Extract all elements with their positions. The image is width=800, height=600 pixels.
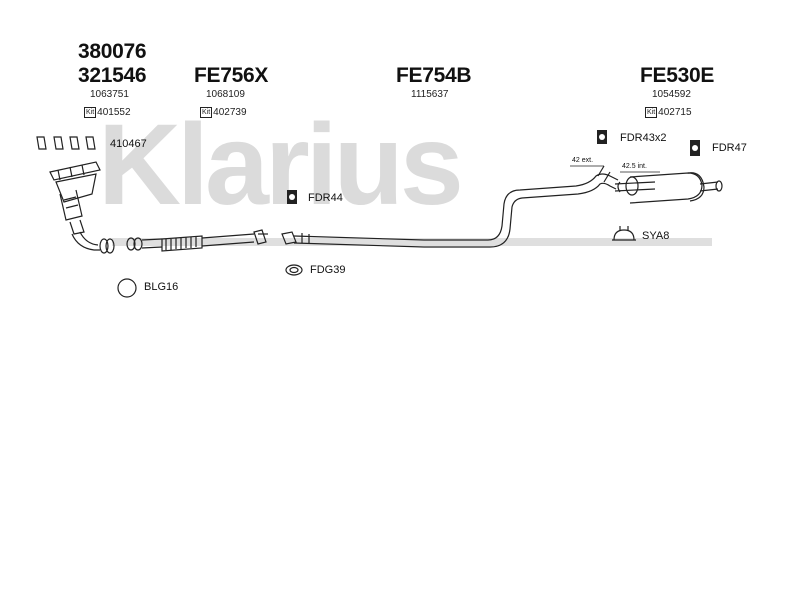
label-clamp-sya8: SYA8 bbox=[642, 230, 670, 242]
part-code-catalyst-1: 380076 bbox=[78, 40, 147, 63]
mount-fdr43-icon bbox=[597, 130, 607, 144]
part-code-front-pipe: FE756X bbox=[194, 64, 269, 87]
label-mount-fdr47: FDR47 bbox=[712, 142, 747, 154]
ref-number-centre-pipe: 1115637 bbox=[411, 89, 449, 100]
kit-number: 401552 bbox=[97, 107, 131, 118]
part-code-rear-silencer: FE530E bbox=[640, 64, 715, 87]
ref-number-front-pipe: 1068109 bbox=[206, 89, 245, 100]
mount-fdr47-icon bbox=[690, 140, 700, 156]
ring-blg16-icon bbox=[117, 278, 137, 298]
kit-number: 402739 bbox=[213, 107, 247, 118]
kit-number-rear-silencer: Kit 402715 bbox=[645, 107, 692, 118]
catalyst-manifold-icon bbox=[49, 161, 115, 254]
label-gasket-fdg39: FDG39 bbox=[310, 264, 346, 276]
watermark-underline bbox=[112, 238, 712, 246]
kit-number: 402715 bbox=[658, 107, 692, 118]
label-mount-fdr43: FDR43x2 bbox=[620, 132, 667, 144]
part-code-centre-pipe: FE754B bbox=[396, 64, 472, 87]
mount-fdr44-icon bbox=[287, 190, 297, 204]
clamp-sya8-icon bbox=[612, 226, 636, 241]
kit-icon: Kit bbox=[84, 107, 97, 118]
label-ring-blg16: BLG16 bbox=[144, 281, 179, 293]
gasket-set-icon bbox=[36, 136, 96, 150]
ref-number-catalyst: 1063751 bbox=[90, 89, 129, 100]
front-pipe-icon bbox=[126, 229, 268, 252]
part-code-catalyst-2: 321546 bbox=[78, 64, 147, 87]
gasket-fdg39-icon bbox=[285, 264, 303, 276]
klarius-watermark: Klarius bbox=[98, 101, 464, 229]
kit-icon: Kit bbox=[200, 107, 213, 118]
kit-icon: Kit bbox=[645, 107, 658, 118]
kit-number-front-pipe: Kit 402739 bbox=[200, 107, 247, 118]
label-gasket-set: 410467 bbox=[110, 138, 147, 150]
centre-pipe-icon bbox=[281, 165, 619, 248]
label-mount-fdr44: FDR44 bbox=[308, 192, 343, 204]
kit-number-catalyst: Kit 401552 bbox=[84, 107, 131, 118]
ref-number-rear-silencer: 1054592 bbox=[652, 89, 691, 100]
label-42-ext: 42 ext. bbox=[572, 157, 594, 164]
rear-silencer-icon bbox=[614, 172, 723, 204]
label-42-5-int: 42.5 int. bbox=[622, 163, 647, 170]
